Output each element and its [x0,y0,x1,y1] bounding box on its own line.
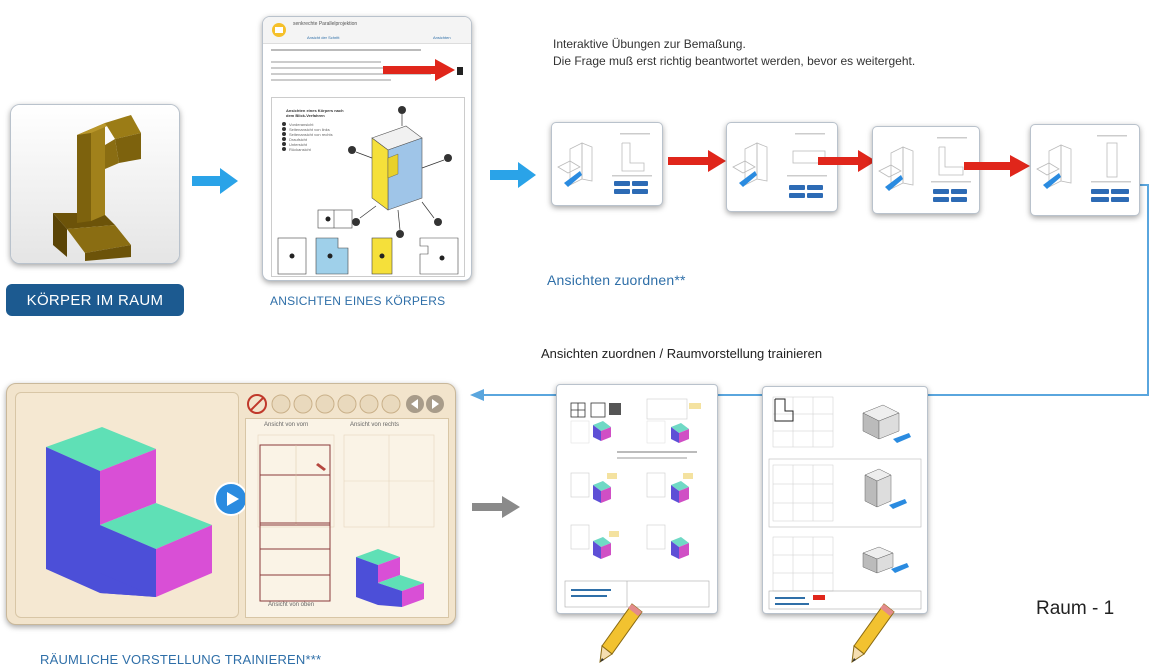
app-logo-icon [272,23,286,37]
pencil-icon [599,603,643,664]
exercise-thumbnail-4[interactable] [1030,124,1140,216]
exercise-thumbnail-3[interactable] [872,126,980,214]
arrow-right-icon [490,162,536,188]
doc-text-lines [271,49,431,81]
legend-item: Seitenansicht von rechts [282,132,333,137]
doc-link-right[interactable]: Ansichten [433,35,451,40]
worksheet-1-content [564,398,710,608]
red-arrow-right-icon [964,155,1030,177]
red-arrow-right-icon [818,150,876,172]
views-of-body-caption: ANSICHTEN EINES KÖRPERS [270,294,446,308]
worksheet-2-content [768,396,922,610]
exercise-note-line2: Die Frage muß erst richtig beantwortet w… [553,54,916,68]
page-label: Raum - 1 [1036,598,1115,619]
yellow-body-views-diagram [277,106,459,275]
worksheet-2[interactable] [762,386,928,614]
doc-title: senkrechte Parallelprojektion [293,21,358,27]
views-diagram: Ansichten eines Körpers nach dem Blick-V… [271,97,465,277]
worksheet-1[interactable] [556,384,718,614]
stepped-cube-model [46,427,212,597]
label-top-view: Ansicht von oben [268,602,315,608]
exercise-sketch [878,137,971,191]
arrow-right-gray-icon [472,496,520,518]
legend-item: Untersicht [282,142,333,147]
drawing-grid-panel[interactable]: Ansicht von vorn Ansicht von rechts Ansi… [245,418,449,618]
arrow-right-icon [192,168,238,194]
views-legend: Vorderansicht Seitenansicht von links Se… [282,122,333,152]
exercise-sketch [732,133,827,187]
exercise-sketch [557,133,652,187]
doc-link-left[interactable]: Ansicht der Schritt [307,35,340,40]
exercise-sketch [1036,135,1131,189]
body-in-space-button[interactable]: KÖRPER IM RAUM [6,284,184,316]
views-of-body-card[interactable]: senkrechte Parallelprojektion Ansicht de… [262,16,472,281]
exercise-thumbnail-1[interactable] [551,122,663,206]
assign-views-caption: Ansichten zuordnen** [547,272,686,288]
exercise-note-line1: Interaktive Übungen zur Bemaßung. [553,37,746,51]
body-3d-model-image [11,105,179,263]
view-grids [257,434,435,602]
label-right-view: Ansicht von rechts [350,422,400,428]
red-arrow-right-icon [668,150,726,172]
red-pointer-arrow-icon [383,59,463,81]
legend-item: Draufsicht [282,137,333,142]
spatial-training-caption: RÄUMLICHE VORSTELLUNG TRAINIEREN*** [40,652,322,667]
small-stepped-cube [356,549,424,607]
body-in-space-card[interactable] [10,104,180,264]
diagram-heading: Ansichten eines Körpers nach dem Blick-V… [286,108,344,118]
play-button-icon[interactable] [214,482,248,516]
spatial-training-app-screen[interactable]: Ansicht von vorn Ansicht von rechts Ansi… [6,383,456,625]
tool-toolbar[interactable] [245,392,445,416]
legend-item: Vorderansicht [282,122,333,127]
pencil-icon [851,603,895,664]
label-front-view: Ansicht von vorn [264,422,309,428]
exercise-note: Interaktive Übungen zur Bemaßung. Die Fr… [553,36,915,70]
legend-item: Seitenansicht von links [282,127,333,132]
exercise-thumbnail-2[interactable] [726,122,838,212]
model-viewer-panel[interactable] [15,392,239,618]
legend-item: Rückansicht [282,147,333,152]
assign-views-heading: Ansichten zuordnen / Raumvorstellung tra… [541,346,823,361]
